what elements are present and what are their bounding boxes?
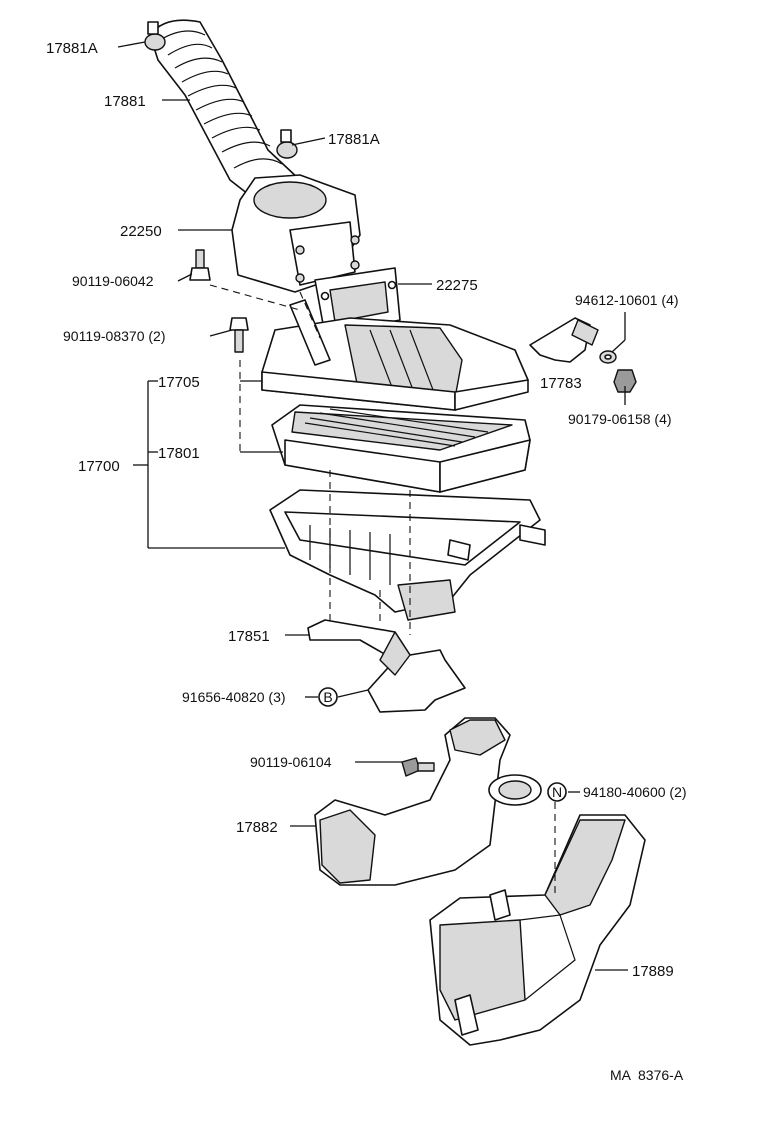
label-91656-40820: 91656-40820 (3) (182, 689, 286, 705)
nut-90179 (613, 369, 637, 393)
symbol-b-text: B (323, 689, 332, 705)
clip-17783 (529, 317, 599, 363)
label-17700: 17700 (78, 458, 120, 475)
label-17851: 17851 (228, 628, 270, 645)
leader-lines (117, 41, 628, 971)
bolt-90119-06042 (189, 249, 211, 281)
air-flow-meter-22250 (231, 174, 361, 293)
label-90119-08370: 90119-08370 (2) (63, 328, 165, 344)
label-17881a-mid: 17881A (328, 131, 380, 148)
label-22250: 22250 (120, 223, 162, 240)
bolt-90119-08370 (229, 317, 249, 353)
label-17801: 17801 (158, 445, 200, 462)
label-17881: 17881 (104, 93, 146, 110)
gasket-22275 (314, 267, 401, 336)
label-17783: 17783 (540, 375, 582, 392)
label-90119-06042: 90119-06042 (72, 273, 154, 289)
label-17881a-top: 17881A (46, 40, 98, 57)
label-17882: 17882 (236, 819, 278, 836)
label-17705: 17705 (158, 374, 200, 391)
symbol-b-marker: B (318, 687, 338, 707)
label-94180-40600: 94180-40600 (2) (583, 784, 687, 800)
label-94612-10601: 94612-10601 (4) (575, 292, 679, 308)
hose-clamp-mid (276, 129, 298, 159)
washer-94612 (599, 350, 617, 364)
label-17889: 17889 (632, 963, 674, 980)
diagram-code: MA 8376-A (610, 1067, 684, 1083)
label-90119-06104: 90119-06104 (250, 754, 332, 770)
intake-duct-17882 (314, 717, 542, 886)
bracket-17851 (307, 619, 466, 713)
part-labels: 17881A 17881 17881A 22250 90119-06042 22… (46, 40, 687, 1083)
bolt-90119-06104 (401, 757, 435, 777)
assembly-lines (209, 284, 556, 895)
air-filter-element-17801 (271, 404, 531, 493)
label-22275: 22275 (436, 277, 478, 294)
label-90179-06158: 90179-06158 (4) (568, 411, 672, 427)
symbol-n-marker: N (547, 782, 567, 802)
symbol-n-text: N (552, 784, 562, 800)
air-cleaner-case-17700 (269, 489, 546, 621)
air-cleaner-cap-17705 (261, 299, 529, 411)
resonator-17889 (429, 814, 646, 1046)
